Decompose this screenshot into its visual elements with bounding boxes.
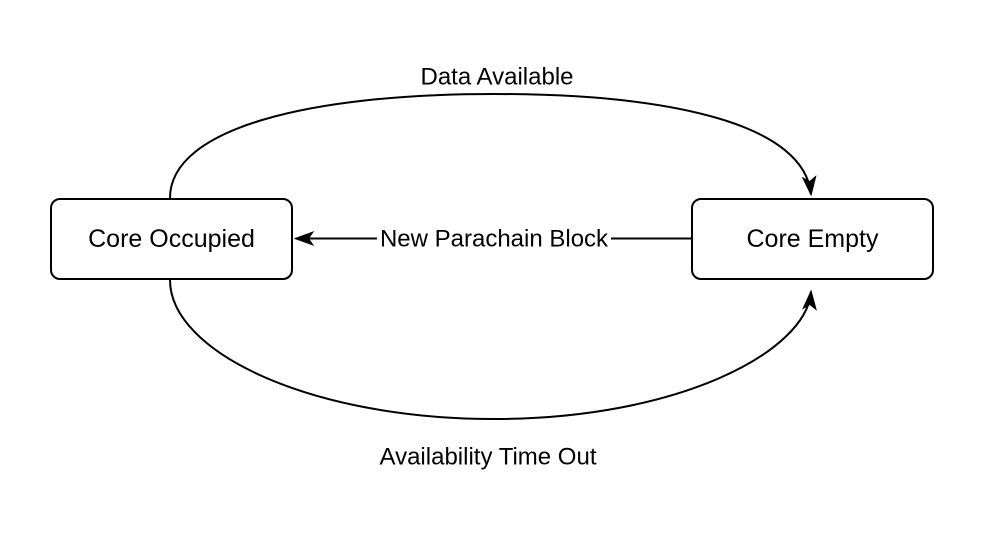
transition-data-available-path bbox=[169, 92, 811, 199]
transition-label-new-parachain-block: New Parachain Block bbox=[376, 225, 612, 255]
transition-label-availability-time-out: Availability Time Out bbox=[379, 443, 597, 471]
transition-label-data-available: Data Available bbox=[420, 63, 574, 91]
state-core-empty: Core Empty bbox=[691, 198, 934, 280]
transition-availability-time-out-path bbox=[169, 279, 811, 421]
state-core-empty-label: Core Empty bbox=[746, 224, 879, 253]
state-core-occupied: Core Occupied bbox=[50, 198, 293, 280]
state-core-occupied-label: Core Occupied bbox=[88, 224, 255, 253]
